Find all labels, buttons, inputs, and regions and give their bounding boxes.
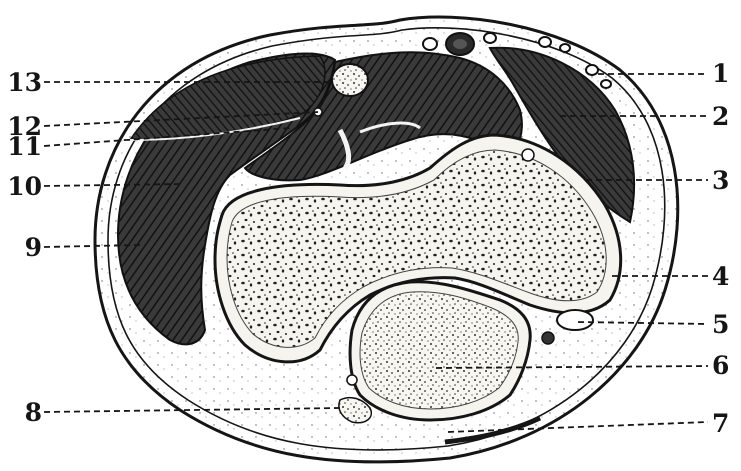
vessel-small-6 — [601, 80, 611, 88]
vessel-small-1 — [423, 38, 437, 50]
label-7: 7 — [712, 411, 736, 436]
label-1: 1 — [712, 61, 736, 86]
label-4: 4 — [712, 264, 736, 289]
vessel-popliteal-small — [542, 332, 554, 344]
vessel-tiny-left — [347, 375, 357, 385]
vessel-popliteal — [557, 310, 593, 330]
vessel-tiny-right — [522, 149, 534, 161]
label-2: 2 — [712, 104, 736, 129]
vessel-inner — [453, 39, 467, 49]
label-6: 6 — [712, 353, 736, 378]
nerve-bundle — [332, 64, 368, 96]
label-5: 5 — [712, 312, 736, 337]
label-8: 8 — [2, 400, 42, 425]
label-9: 9 — [2, 235, 42, 260]
bone-tibia-spongy — [360, 292, 518, 409]
vessel-small-5 — [586, 65, 598, 75]
label-10: 10 — [2, 174, 42, 199]
vessel-small-4 — [560, 44, 570, 52]
vessel-small-3 — [539, 37, 551, 47]
label-3: 3 — [712, 168, 736, 193]
vessel-small-2 — [484, 33, 496, 43]
label-13: 13 — [2, 70, 42, 95]
label-11: 11 — [2, 134, 42, 159]
